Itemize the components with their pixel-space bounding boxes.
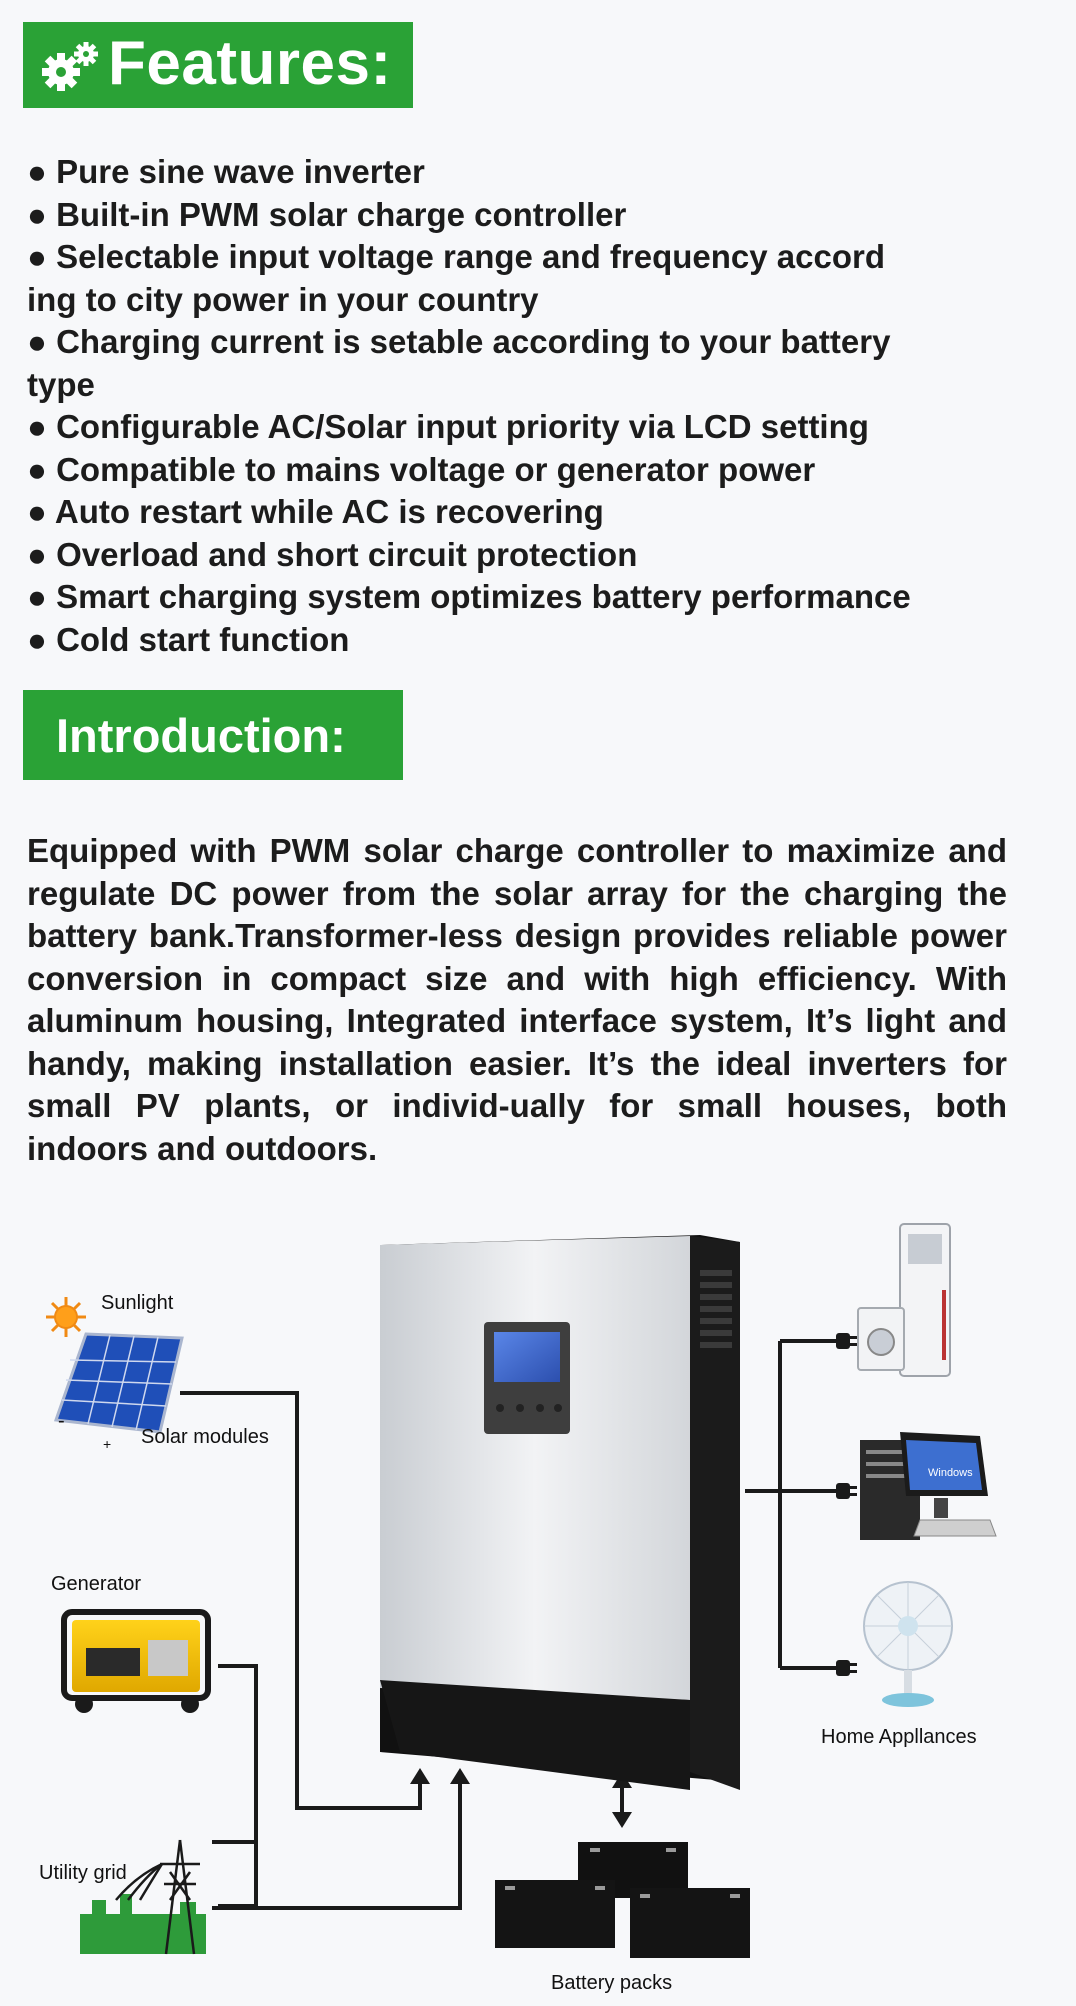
feature-item: ● Compatible to mains voltage or generat… <box>27 450 816 488</box>
feature-item: ● Overload and short circuit protection <box>27 535 638 573</box>
feature-item: ● Auto restart while AC is recovering <box>27 493 604 530</box>
connection-lines <box>180 1339 842 1910</box>
home-appliances-label: Home Appllances <box>821 1726 977 1748</box>
fan-icon <box>863 1581 953 1707</box>
plug-icons <box>836 1333 857 1676</box>
system-diagram: Windows Sunlight Solar modules - + Gener… <box>0 1200 1076 2006</box>
introduction-heading: Introduction: <box>56 709 346 762</box>
diagram-graphics: Windows <box>46 1223 997 1958</box>
inverter-unit <box>380 1235 740 1790</box>
utility-grid-icon <box>80 1839 206 1955</box>
feature-item: ● Charging current is setable according … <box>27 323 891 360</box>
introduction-banner: Introduction: <box>23 690 403 780</box>
features-banner: Features: <box>23 22 413 108</box>
solar-minus-label: - <box>58 1410 65 1432</box>
solar-panel-icon <box>53 1332 184 1434</box>
feature-item: ● Smart charging system optimizes batter… <box>27 578 911 615</box>
battery-packs-label: Battery packs <box>551 1972 673 1994</box>
windows-logo-text: Windows <box>928 1467 973 1479</box>
generator-icon <box>61 1609 211 1713</box>
sunlight-label: Sunlight <box>101 1292 174 1314</box>
feature-item: ● Selectable input voltage range and fre… <box>27 238 885 275</box>
solar-modules-label: Solar modules <box>141 1426 269 1448</box>
gears-icon <box>42 42 98 91</box>
washing-machine-icon <box>857 1307 905 1371</box>
solar-plus-label: + <box>103 1436 112 1452</box>
feature-item: ● Cold start function <box>27 620 350 658</box>
sun-icon <box>46 1297 86 1337</box>
features-list: ● Pure sine wave inverter ● Built-in PWM… <box>27 151 1067 661</box>
feature-item: ing to city power in your country <box>27 280 539 318</box>
feature-item: ● Configurable AC/Solar input priority v… <box>27 408 869 445</box>
feature-item: type <box>27 365 95 403</box>
introduction-text: Equipped with PWM solar charge controlle… <box>27 832 1007 1167</box>
feature-item: ● Pure sine wave inverter <box>27 153 425 190</box>
generator-label: Generator <box>51 1573 142 1595</box>
utility-grid-label: Utility grid <box>39 1862 127 1884</box>
features-heading: Features: <box>108 29 392 98</box>
air-conditioner-icon <box>899 1223 951 1377</box>
feature-item: ● Built-in PWM solar charge controller <box>27 195 627 233</box>
computer-icon: Windows <box>860 1432 997 1540</box>
battery-packs-icon <box>495 1842 750 1958</box>
